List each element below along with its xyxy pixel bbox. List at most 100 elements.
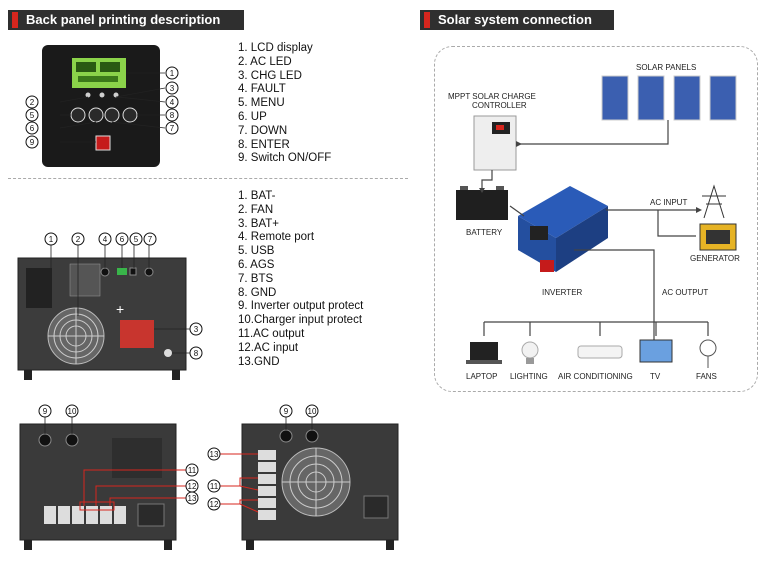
callout-9: 9 xyxy=(30,138,35,147)
solar-header: Solar system connection xyxy=(420,10,614,30)
bat-plus-terminal xyxy=(120,320,154,348)
callout-11: 11 xyxy=(210,482,219,491)
list-item: 7. DOWN xyxy=(238,124,288,137)
list-item: 4. Remote port xyxy=(238,231,315,244)
inverter-icon xyxy=(518,186,608,272)
list-item: 8. GND xyxy=(238,286,277,299)
panel-description-list: 1. LCD display 2. AC LED 3. CHG LED 4. F… xyxy=(238,42,331,166)
remote-port xyxy=(100,267,110,277)
gnd-terminal xyxy=(164,349,172,357)
list-item: 8. ENTER xyxy=(238,138,290,151)
list-item: 7. BTS xyxy=(238,272,274,285)
callout-1: 1 xyxy=(49,235,54,244)
callout-4: 4 xyxy=(103,235,108,244)
power-tower-icon xyxy=(702,184,726,219)
list-item: 6. UP xyxy=(238,110,267,123)
list-item: 3. CHG LED xyxy=(238,69,302,82)
list-item: 10.Charger input protect xyxy=(238,314,363,327)
solar-connection-diagram xyxy=(456,75,737,368)
callout-1: 1 xyxy=(170,69,175,78)
callout-6: 6 xyxy=(120,235,125,244)
ac-outlet xyxy=(137,503,165,527)
fan-grille xyxy=(281,447,351,517)
callout-8: 8 xyxy=(170,111,175,120)
generator-icon xyxy=(699,223,737,251)
list-item: 1. BAT- xyxy=(238,190,276,202)
back-panel-title: Back panel printing description xyxy=(26,12,221,27)
callout-13: 13 xyxy=(188,494,197,503)
fan-icon xyxy=(699,339,717,368)
list-item: 9. Inverter output protect xyxy=(238,300,364,313)
header-accent-bar xyxy=(12,12,18,28)
list-item: 1. LCD display xyxy=(238,42,313,54)
callout-5: 5 xyxy=(30,111,35,120)
list-item: 9. Switch ON/OFF xyxy=(238,152,332,165)
usb-port xyxy=(117,268,127,275)
list-item: 5. MENU xyxy=(238,97,285,110)
bts-port xyxy=(144,267,154,277)
load-label-tv: TV xyxy=(650,372,661,381)
callout-13: 13 xyxy=(210,450,219,459)
list-item: 13.GND xyxy=(238,355,280,368)
callout-2: 2 xyxy=(30,98,35,107)
controller-label-line1: MPPT SOLAR CHARGE xyxy=(448,92,536,101)
callout-7: 7 xyxy=(170,124,175,133)
power-switch xyxy=(95,135,111,151)
list-item: 3. BAT+ xyxy=(238,217,280,230)
terminal-column xyxy=(258,450,276,520)
back-panel-header: Back panel printing description xyxy=(8,10,244,30)
battery-label: BATTERY xyxy=(466,228,503,237)
list-item: 2. AC LED xyxy=(238,55,292,68)
load-label-laptop: LAPTOP xyxy=(466,372,498,381)
section-divider xyxy=(8,178,408,179)
list-item: 4. FAULT xyxy=(238,83,286,96)
list-item: 12.AC input xyxy=(238,341,299,354)
controller-label-line2: CONTROLLER xyxy=(472,101,527,110)
panel-callouts: 1 2 3 4 5 6 7 8 9 xyxy=(25,66,179,149)
callout-12: 12 xyxy=(210,500,219,509)
port-description-list: 1. BAT- 2. FAN 3. BAT+ 4. Remote port 5.… xyxy=(238,190,363,369)
control-panel-illustration xyxy=(42,45,166,167)
bat-minus-terminal xyxy=(26,268,52,308)
header-accent-bar xyxy=(424,12,430,28)
ags-port xyxy=(129,267,137,276)
list-item: 11.AC output xyxy=(238,327,305,340)
inverter-output-breaker xyxy=(279,429,293,443)
fan-grille xyxy=(47,307,105,365)
ac-outlet xyxy=(363,495,389,519)
solar-panels-label: SOLAR PANELS xyxy=(636,63,697,72)
callout-11: 11 xyxy=(188,466,197,475)
ac-input-label: AC INPUT xyxy=(650,198,688,207)
callout-10: 10 xyxy=(308,407,317,416)
callout-3: 3 xyxy=(170,84,175,93)
battery-icon xyxy=(456,186,508,220)
laptop-icon xyxy=(466,342,502,364)
tv-icon xyxy=(639,339,673,363)
callout-10: 10 xyxy=(68,407,77,416)
callout-4: 4 xyxy=(170,98,175,107)
list-item: 6. AGS xyxy=(238,258,275,271)
load-label-air-conditioning: AIR CONDITIONING xyxy=(558,372,633,381)
callout-5: 5 xyxy=(134,235,139,244)
callout-8: 8 xyxy=(194,349,199,358)
inverter-side-illustration: + 1 2 4 6 5 7 3 8 xyxy=(17,232,203,380)
inverter-front-left-illustration: 9 10 11 12 13 xyxy=(19,404,199,550)
callout-12: 12 xyxy=(188,482,197,491)
svg-text:+: + xyxy=(116,301,124,317)
list-item: 2. FAN xyxy=(238,203,274,216)
callout-3: 3 xyxy=(194,325,199,334)
solar-panels-icon xyxy=(601,75,737,121)
inverter-output-breaker xyxy=(38,433,52,447)
air-conditioning-icon xyxy=(577,345,623,359)
callout-7: 7 xyxy=(148,235,153,244)
solar-title: Solar system connection xyxy=(438,12,592,27)
list-item: 5. USB xyxy=(238,245,275,258)
inverter-label: INVERTER xyxy=(542,288,583,297)
ac-output-label: AC OUTPUT xyxy=(662,288,709,297)
callout-6: 6 xyxy=(30,124,35,133)
callout-9: 9 xyxy=(284,407,289,416)
solar-diagram-frame xyxy=(434,46,758,392)
charge-controller-icon xyxy=(473,115,517,171)
inverter-front-right-illustration: 9 10 13 11 12 xyxy=(207,404,399,550)
lighting-icon xyxy=(521,341,539,364)
